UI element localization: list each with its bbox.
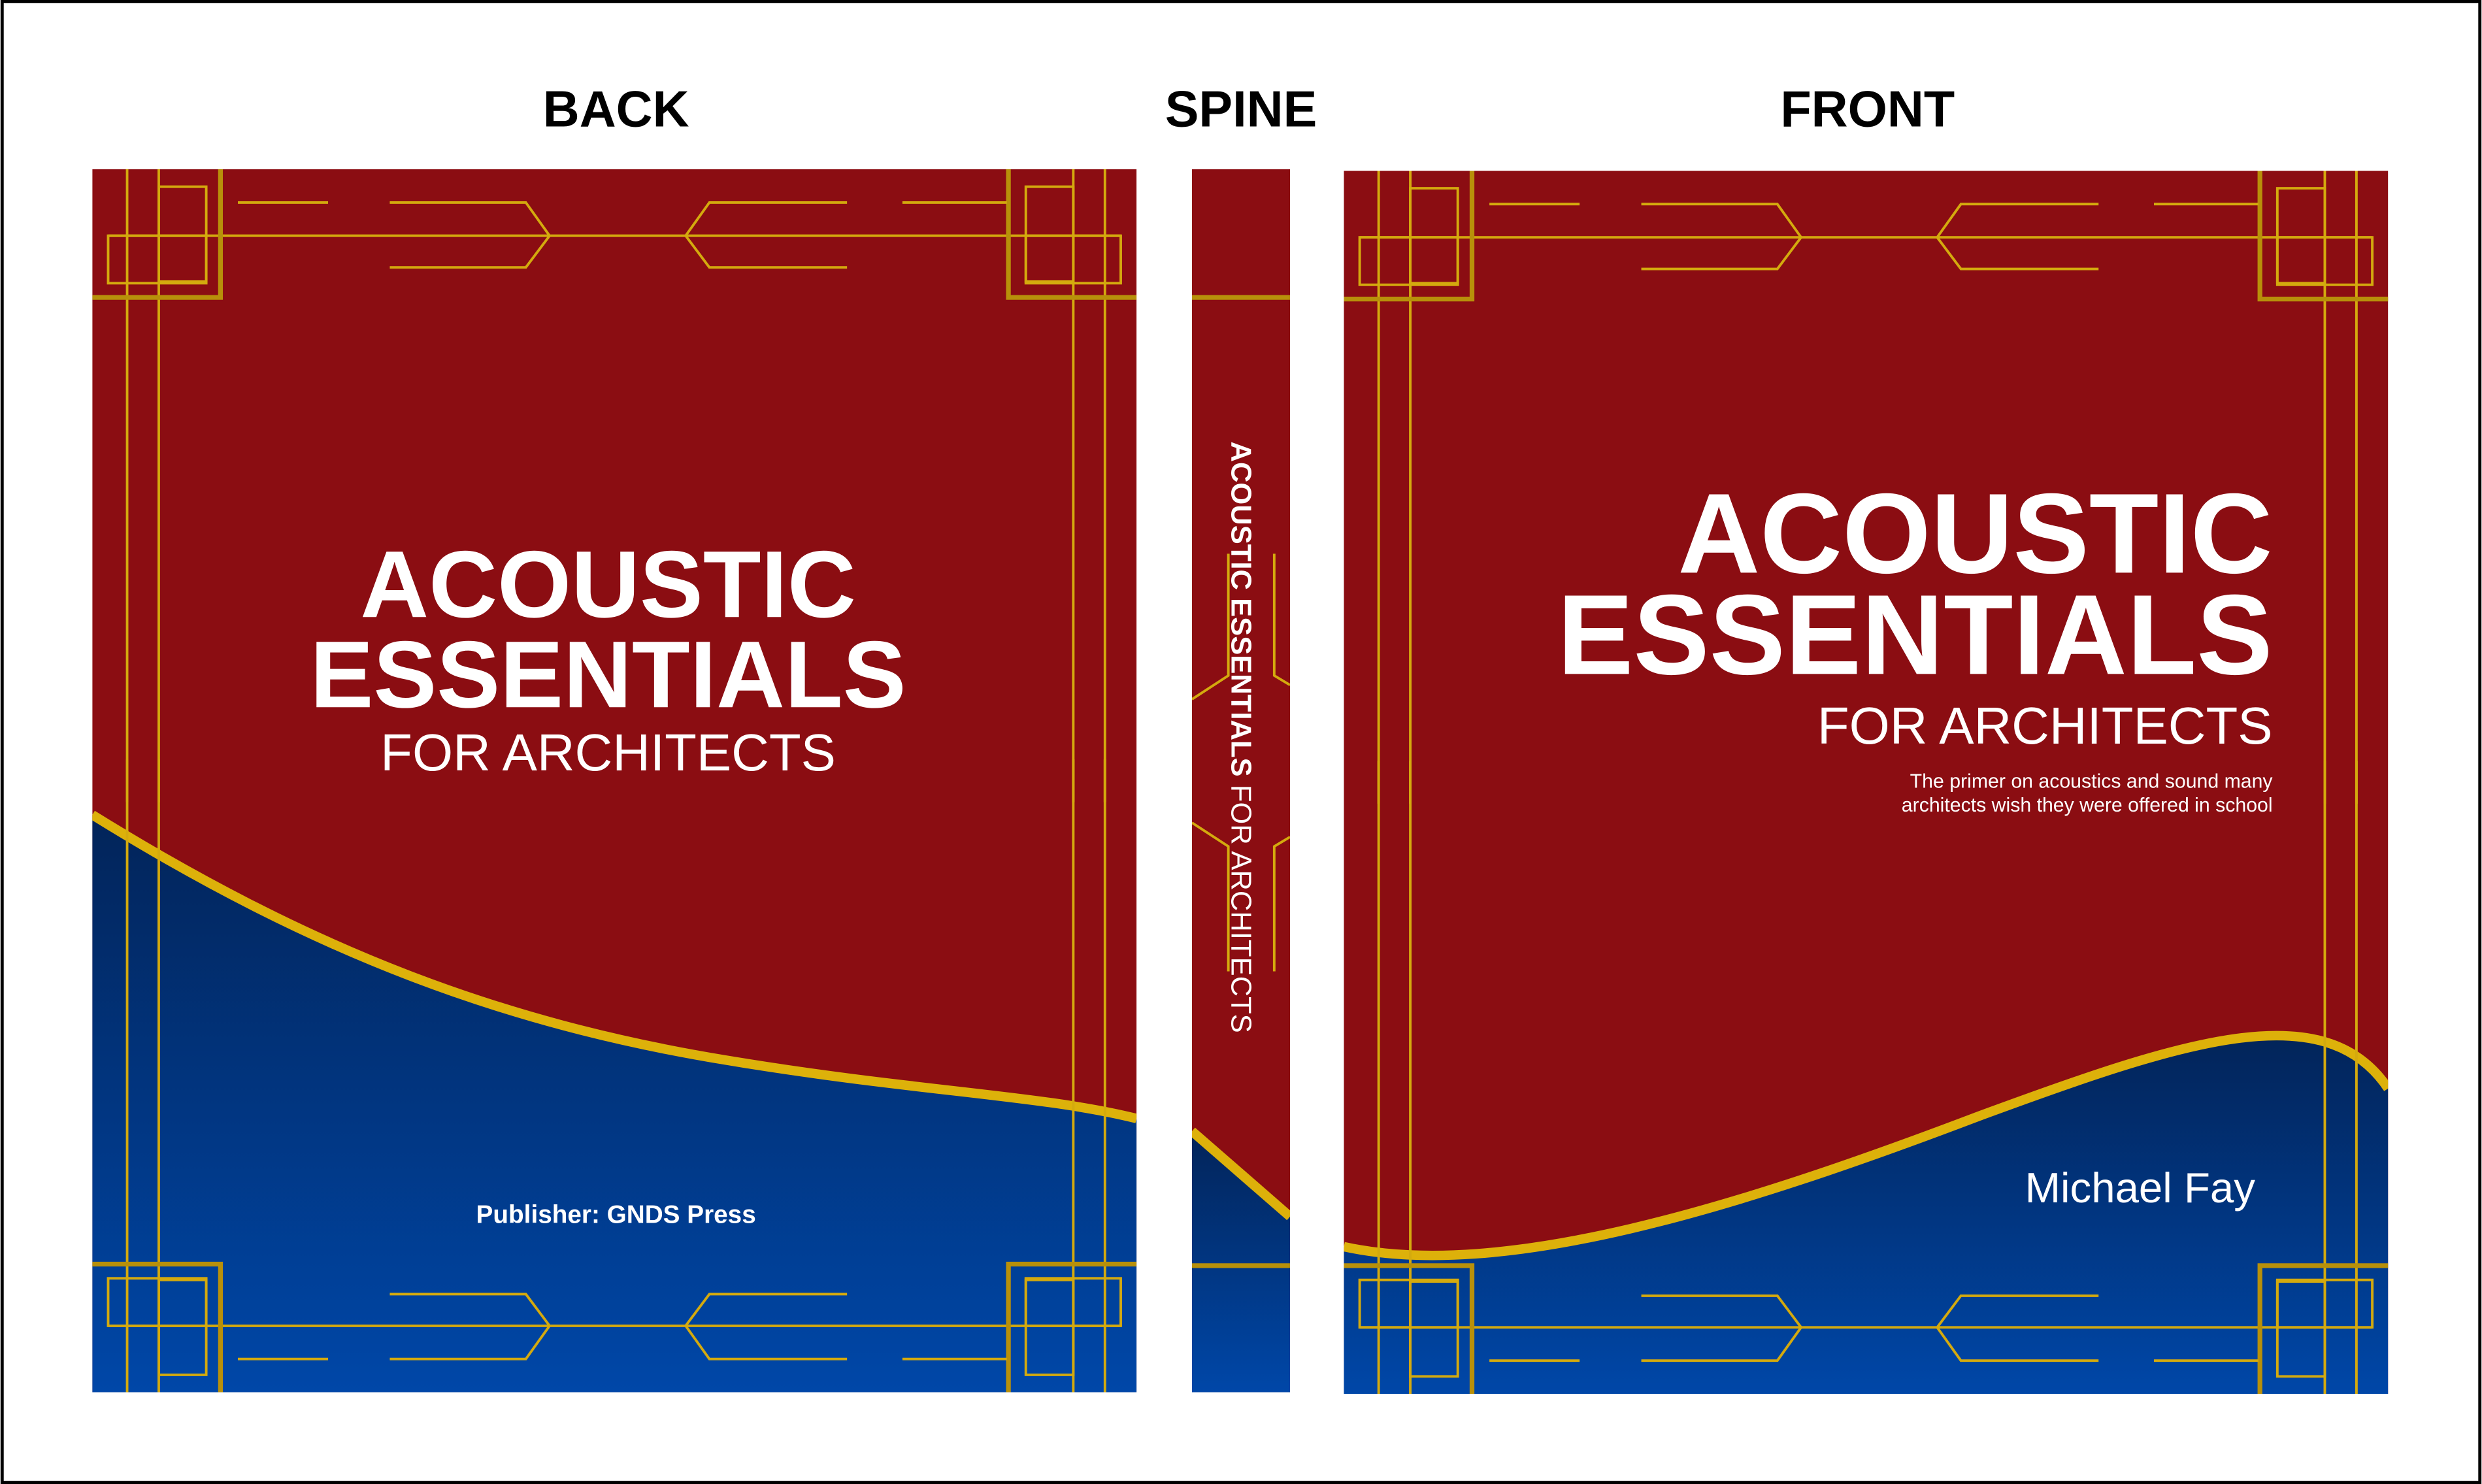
publisher: Publisher: GNDS Press [476, 1201, 756, 1229]
tagline-line2: architects wish they were offered in sch… [1902, 795, 2273, 816]
back-label: BACK [543, 82, 689, 138]
spine-gold-curve [1191, 1127, 1291, 1221]
back-blue-wave [92, 814, 1137, 1393]
front-subtitle: FOR ARCHITECTS [1817, 697, 2273, 755]
spine-label: SPINE [1165, 82, 1317, 138]
back-title-line2: ESSENTIALS [310, 621, 906, 727]
spine-text: ACOUSTIC ESSENTIALS FOR ARCHITECTS [1225, 441, 1256, 1032]
author-name: Michael Fay [2025, 1164, 2256, 1212]
front-title-line2: ESSENTIALS [1557, 570, 2272, 698]
front-cover: ACOUSTIC ESSENTIALS FOR ARCHITECTS The p… [1344, 171, 2389, 1394]
front-title-line1: ACOUSTIC [1678, 469, 2272, 597]
tagline-line1: The primer on acoustics and sound many [1910, 771, 2274, 793]
front-blue-wave [1344, 1035, 2389, 1394]
front-gold-curve [1344, 1031, 2389, 1261]
spine: ACOUSTIC ESSENTIALS FOR ARCHITECTS [1191, 169, 1291, 1393]
back-cover: ACOUSTIC ESSENTIALS FOR ARCHITECTS Publi… [92, 169, 1137, 1393]
back-subtitle: FOR ARCHITECTS [380, 723, 836, 782]
back-gold-curve [92, 810, 1137, 1123]
back-title-line1: ACOUSTIC [360, 531, 856, 637]
front-label: FRONT [1780, 82, 1955, 138]
